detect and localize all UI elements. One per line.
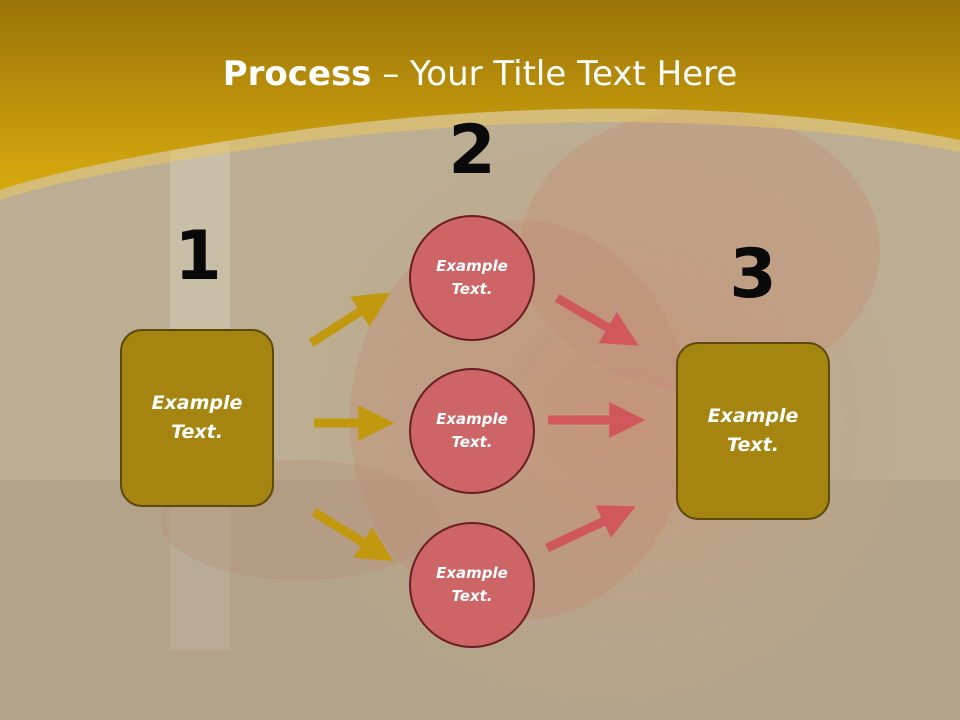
title-bold: Process <box>222 54 372 94</box>
step-number-3: 3 <box>729 235 777 314</box>
title-rest: – Your Title Text Here <box>371 54 738 94</box>
left-box-line2: Text. <box>171 421 223 443</box>
circle-bottom-line2: Text. <box>451 587 493 605</box>
left-box-line1: Example <box>151 392 243 414</box>
right-box-line1: Example <box>707 405 799 427</box>
arrow-left-to-bottom <box>311 508 394 562</box>
process-circle-top[interactable]: Example Text. <box>409 215 535 341</box>
left-process-box[interactable]: Example Text. <box>120 329 274 507</box>
right-box-line2: Text. <box>727 434 779 456</box>
circle-top-line1: Example <box>436 257 508 275</box>
arrow-top-to-right <box>554 294 639 346</box>
circle-top-line2: Text. <box>451 280 493 298</box>
circle-middle-line1: Example <box>436 410 508 428</box>
arrow-left-to-top <box>308 292 391 347</box>
circle-bottom-line1: Example <box>436 564 508 582</box>
step-number-2: 2 <box>448 111 496 190</box>
step-number-1: 1 <box>174 217 222 296</box>
slide-title: Process – Your Title Text Here <box>0 52 960 96</box>
header-band <box>0 0 960 190</box>
arrow-bottom-to-right <box>545 505 636 553</box>
right-process-box[interactable]: Example Text. <box>676 342 830 520</box>
process-circle-bottom[interactable]: Example Text. <box>409 522 535 648</box>
process-circle-middle[interactable]: Example Text. <box>409 368 535 494</box>
circle-middle-line2: Text. <box>451 433 493 451</box>
